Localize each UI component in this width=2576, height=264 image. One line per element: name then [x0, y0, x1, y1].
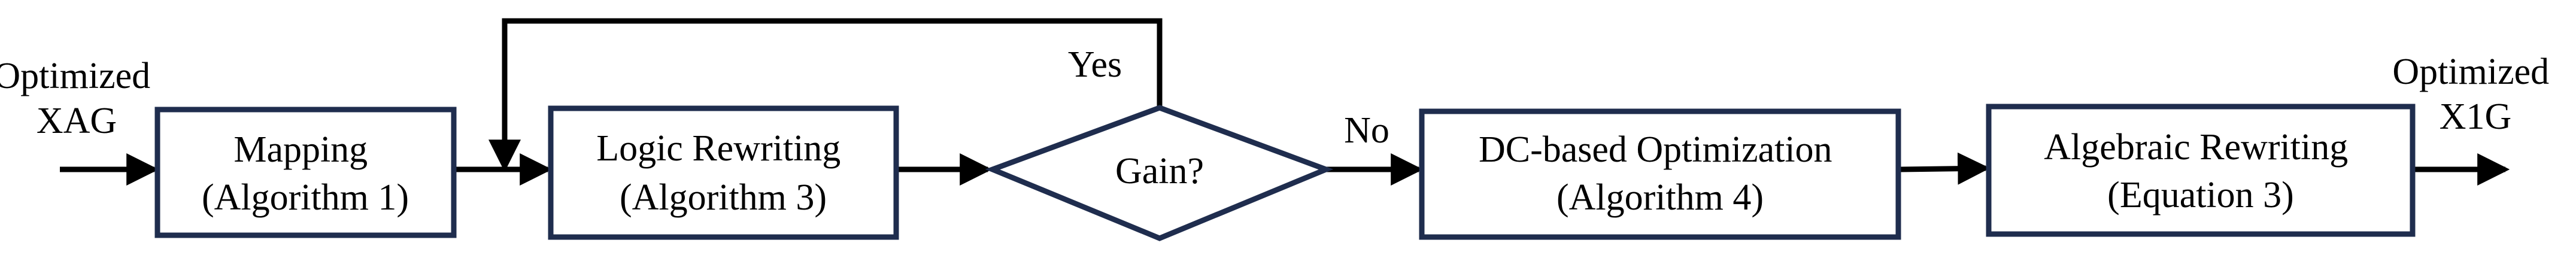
input-label: Optimized XAG [0, 56, 160, 141]
dc-to-algebraic-arrow [1898, 152, 1991, 185]
gain-decision-diamond [985, 105, 1334, 241]
algebraic-rewriting-box: Algebraic Rewriting (Equation 3) [1986, 104, 2416, 237]
dc-optimization-box-label: DC-based Optimization (Algorithm 4) [1479, 129, 1841, 218]
yes-label: Yes [1068, 44, 1122, 85]
dc-optimization-box-border [1419, 108, 1901, 240]
connectors [60, 18, 2510, 186]
gain-decision-label: Gain? [1115, 151, 1204, 192]
algebraic-rewriting-box-border [1986, 104, 2416, 237]
logic-rewriting-box-label: Logic Rewriting (Algorithm 3) [596, 128, 850, 218]
no-label: No [1344, 110, 1389, 151]
output-label: Optimized X1G [2392, 51, 2558, 137]
dc-optimization-box: DC-based Optimization (Algorithm 4) [1419, 108, 1901, 240]
mapping-box: Mapping (Algorithm 1) [154, 107, 457, 238]
algebraic-rewriting-box-label: Algebraic Rewriting (Equation 3) [2044, 127, 2357, 216]
feedback-loop-arrow [489, 18, 1163, 172]
mapping-box-border [154, 107, 457, 238]
logic-rewriting-box: Logic Rewriting (Algorithm 3) [548, 105, 899, 240]
mapping-box-label: Mapping (Algorithm 1) [202, 129, 409, 218]
logic-rewriting-box-border [548, 105, 899, 240]
gain-decision: Gain? [985, 105, 1334, 241]
